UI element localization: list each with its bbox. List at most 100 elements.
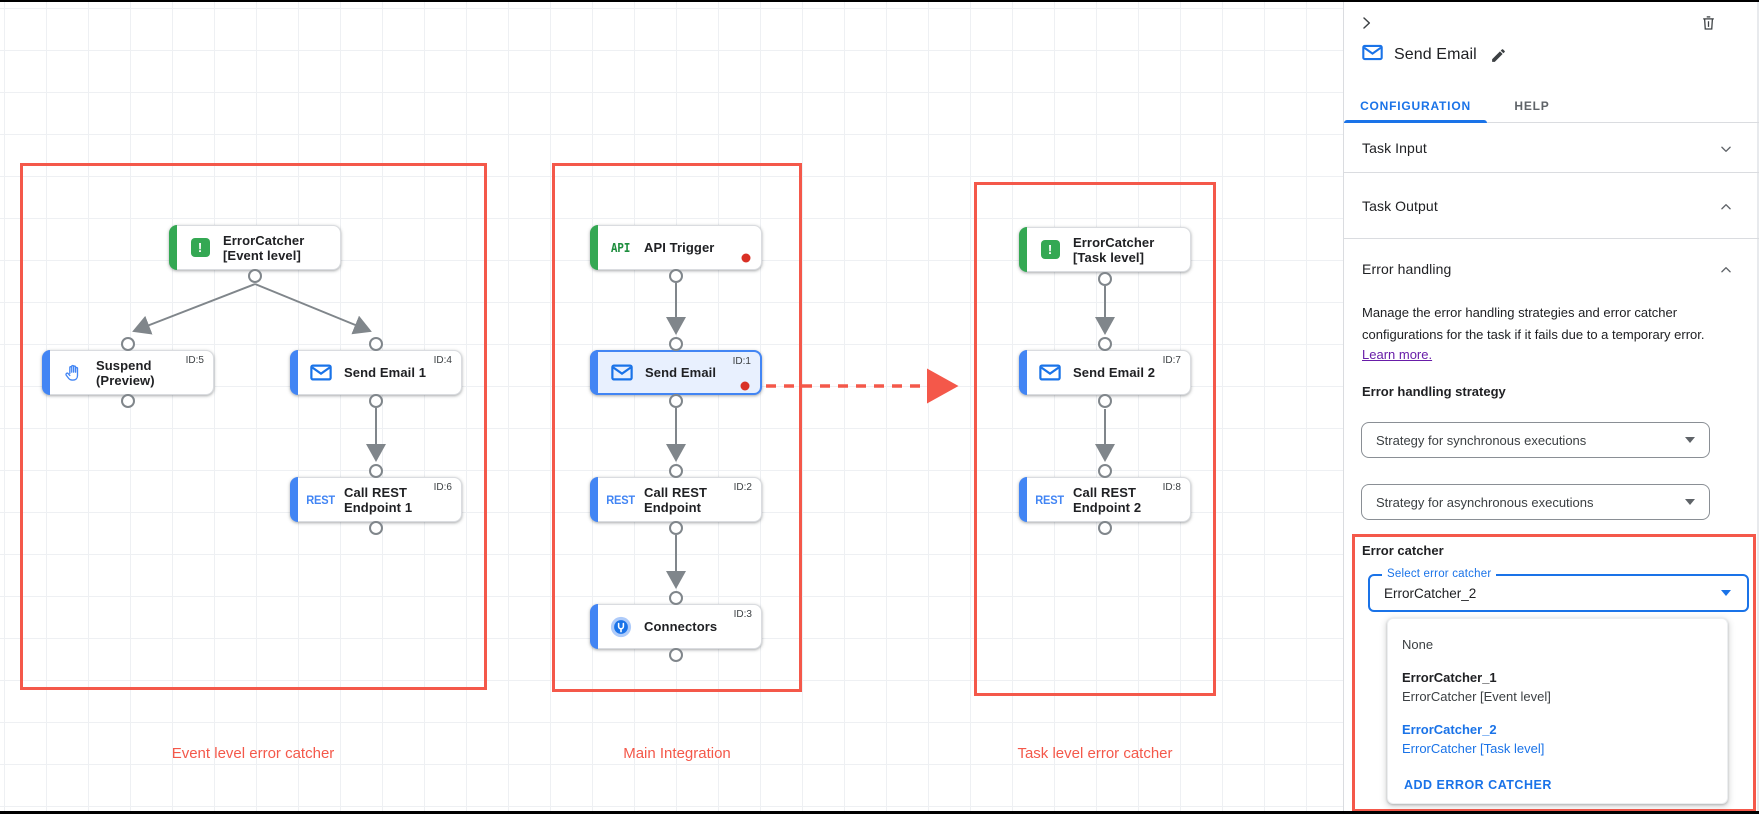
annotation-label-event-level: Event level error catcher <box>171 745 335 762</box>
connectors-icon <box>608 616 634 638</box>
node-id-badge: ID:2 <box>733 482 752 493</box>
node-label: ErrorCatcher <box>1073 234 1155 250</box>
node-call-rest-endpoint[interactable]: REST Call REST Endpoint ID:2 <box>590 477 762 522</box>
chevron-down-icon <box>1719 142 1733 156</box>
node-label: Send Email 1 <box>344 365 427 380</box>
menu-item-errorcatcher-2[interactable]: ErrorCatcher_2 ErrorCatcher [Task level] <box>1402 722 1545 756</box>
node-accent-bar <box>590 350 598 395</box>
node-label: (Preview) <box>96 372 155 388</box>
annotation-box-error-catcher-section <box>1352 534 1756 812</box>
node-send-email-2[interactable]: Send Email 2 ID:7 <box>1019 350 1191 395</box>
delete-task-button[interactable] <box>1695 10 1721 36</box>
node-accent-bar <box>590 225 598 270</box>
node-send-email-1[interactable]: Send Email 1 ID:4 <box>290 350 462 395</box>
collapse-panel-button[interactable] <box>1353 10 1379 36</box>
node-id-badge: ID:8 <box>1162 482 1181 493</box>
error-handling-description: Manage the error handling strategies and… <box>1362 305 1705 342</box>
node-id-badge: ID:5 <box>185 355 204 366</box>
panel-tabs: CONFIGURATION HELP <box>1344 90 1759 123</box>
node-id-badge: ID:1 <box>732 356 751 367</box>
node-connectors[interactable]: Connectors ID:3 <box>590 604 762 649</box>
panel-title: Send Email <box>1394 46 1477 63</box>
node-label: Connectors <box>644 619 718 634</box>
flow-canvas[interactable]: Event level error catcher Main Integrati… <box>0 2 1343 811</box>
error-handling-strategy-label: Error handling strategy <box>1362 384 1506 399</box>
annotation-box-event-level <box>20 163 487 690</box>
email-task-icon <box>1362 44 1383 66</box>
email-icon <box>308 364 334 381</box>
section-error-handling[interactable]: Error handling <box>1344 239 1759 292</box>
node-errorcatcher-task-level[interactable]: ErrorCatcher [Task level] <box>1019 227 1191 272</box>
node-call-rest-endpoint-2[interactable]: REST Call REST Endpoint 2 ID:8 <box>1019 477 1191 522</box>
node-accent-bar <box>1019 477 1027 522</box>
node-label: Call REST <box>1073 484 1137 500</box>
chevron-up-icon <box>1719 263 1733 277</box>
section-task-input[interactable]: Task Input <box>1344 123 1759 173</box>
node-call-rest-endpoint-1[interactable]: REST Call REST Endpoint 1 ID:6 <box>290 477 462 522</box>
node-accent-bar <box>590 604 598 649</box>
node-label: [Task level] <box>1073 249 1145 265</box>
screenshot-border-bottom <box>0 811 1759 814</box>
dropdown-caret-icon <box>1721 590 1731 596</box>
node-label: Call REST <box>344 484 408 500</box>
add-error-catcher-button[interactable]: ADD ERROR CATCHER <box>1404 778 1552 792</box>
node-id-badge: ID:7 <box>1162 355 1181 366</box>
node-api-trigger[interactable]: API API Trigger <box>590 225 762 270</box>
annotation-label-main-integration: Main Integration <box>623 745 731 762</box>
async-strategy-select[interactable]: Strategy for asynchronous executions <box>1361 484 1710 520</box>
node-accent-bar <box>1019 227 1027 272</box>
error-catcher-label: Error catcher <box>1362 543 1444 558</box>
edit-task-name-button[interactable] <box>1488 44 1510 66</box>
rest-icon: REST <box>306 492 336 507</box>
select-error-catcher-field[interactable]: Select error catcher ErrorCatcher_2 <box>1368 568 1749 612</box>
sync-strategy-select[interactable]: Strategy for synchronous executions <box>1361 422 1710 458</box>
dropdown-caret-icon <box>1685 437 1695 443</box>
dropdown-caret-icon <box>1685 499 1695 505</box>
node-label: Send Email 2 <box>1073 365 1156 380</box>
tab-help[interactable]: HELP <box>1514 99 1550 113</box>
node-accent-bar <box>290 350 298 395</box>
node-accent-bar <box>290 477 298 522</box>
email-icon <box>609 364 635 381</box>
error-catcher-dropdown-menu: None ErrorCatcher_1 ErrorCatcher [Event … <box>1387 618 1728 804</box>
node-label: API Trigger <box>644 240 715 255</box>
node-send-email-selected[interactable]: Send Email ID:1 <box>590 350 762 395</box>
node-label: Suspend <box>96 357 152 373</box>
error-exclamation-icon <box>187 238 213 257</box>
node-suspend[interactable]: Suspend (Preview) ID:5 <box>42 350 214 395</box>
node-label: Call REST <box>644 484 708 500</box>
node-label: ErrorCatcher <box>223 232 305 248</box>
annotation-box-main-integration <box>552 163 802 692</box>
node-label: Send Email <box>645 365 717 380</box>
node-label: Endpoint <box>644 499 702 515</box>
node-id-badge: ID:3 <box>733 609 752 620</box>
node-label: [Event level] <box>223 247 301 263</box>
chevron-up-icon <box>1719 200 1733 214</box>
menu-item-none[interactable]: None <box>1402 637 1434 652</box>
rest-icon: REST <box>1035 492 1065 507</box>
node-label: Endpoint 2 <box>1073 499 1142 515</box>
menu-item-errorcatcher-1[interactable]: ErrorCatcher_1 ErrorCatcher [Event level… <box>1402 670 1551 704</box>
section-task-output[interactable]: Task Output <box>1344 173 1759 239</box>
node-errorcatcher-event-level[interactable]: ErrorCatcher [Event level] <box>169 225 341 270</box>
panel-scrollbar[interactable] <box>1757 2 1759 811</box>
tab-configuration[interactable]: CONFIGURATION <box>1344 90 1487 123</box>
task-config-panel: Send Email CONFIGURATION HELP Task Input… <box>1343 2 1759 812</box>
node-accent-bar <box>169 225 177 270</box>
node-label: Endpoint 1 <box>344 499 413 515</box>
select-error-catcher-value: ErrorCatcher_2 <box>1384 585 1477 601</box>
rest-icon: REST <box>606 492 636 507</box>
node-accent-bar <box>42 350 50 395</box>
suspend-hand-icon <box>60 363 86 383</box>
learn-more-link[interactable]: Learn more. <box>1362 347 1433 362</box>
select-error-catcher-floating-label: Select error catcher <box>1382 568 1497 580</box>
annotation-label-task-level: Task level error catcher <box>1017 745 1173 762</box>
error-exclamation-icon <box>1037 240 1063 259</box>
node-id-badge: ID:4 <box>433 355 452 366</box>
screenshot-border-top <box>0 0 1759 2</box>
node-accent-bar <box>1019 350 1027 395</box>
node-id-badge: ID:6 <box>433 482 452 493</box>
email-icon <box>1037 364 1063 381</box>
api-icon: API <box>611 240 631 255</box>
node-accent-bar <box>590 477 598 522</box>
